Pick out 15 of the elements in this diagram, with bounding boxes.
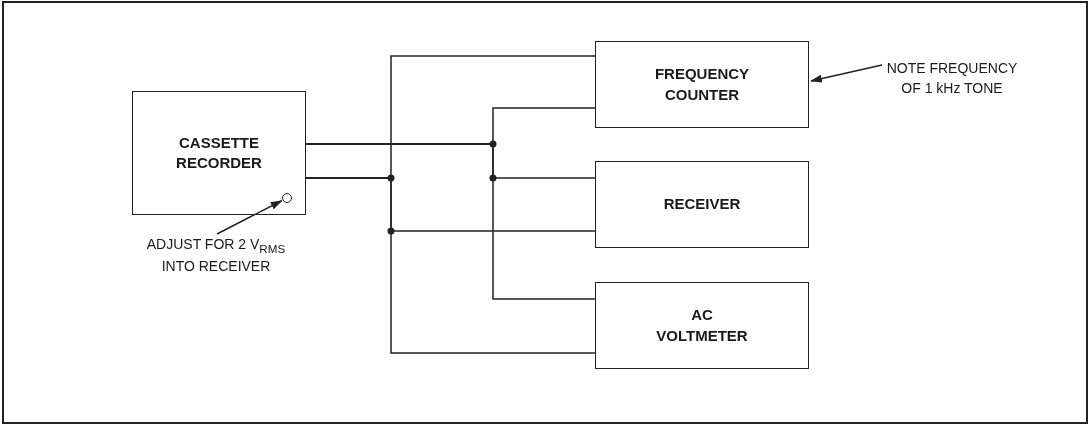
box-label: RECEIVER bbox=[663, 194, 741, 215]
wire bbox=[305, 177, 596, 354]
wire bbox=[305, 143, 596, 300]
instrument-box bbox=[595, 41, 809, 128]
knob-circle bbox=[281, 192, 292, 203]
box-label: FREQUENCY COUNTER bbox=[653, 64, 751, 105]
box-label: AC VOLTMETER bbox=[655, 305, 749, 346]
instrument-box bbox=[595, 161, 809, 248]
note-text: ADJUST FOR 2 V$_{RMS}$ INTO RECEIVER bbox=[136, 235, 296, 279]
box-label: CASSETTE RECORDER bbox=[175, 132, 263, 173]
leader-line bbox=[810, 64, 883, 83]
instrument-box bbox=[595, 282, 809, 369]
note-text: NOTE FREQUENCY OF 1 kHz TONE bbox=[882, 59, 1022, 103]
instrument-box bbox=[132, 91, 306, 215]
leader-line bbox=[216, 200, 283, 235]
